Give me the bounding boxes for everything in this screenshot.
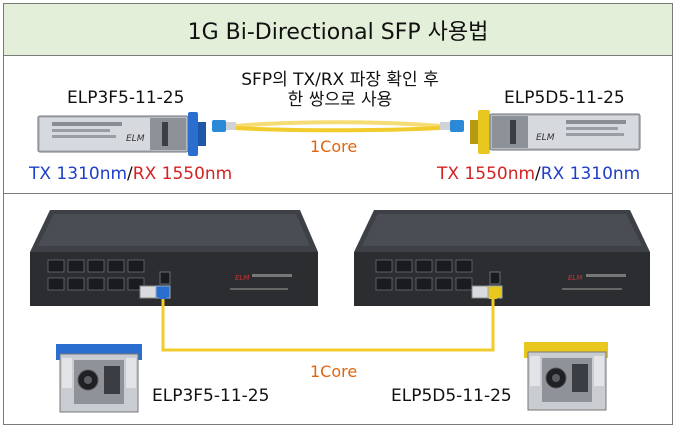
- left-rx-wavelength: RX 1550nm: [132, 164, 233, 184]
- left-wavelength-slash: /: [127, 164, 133, 184]
- bottom-cable-label: 1Core: [310, 362, 358, 381]
- svg-text:ELM: ELM: [126, 134, 145, 144]
- right-rx-wavelength: RX 1310nm: [540, 164, 641, 184]
- sfp-closeup-right-icon: [524, 342, 608, 411]
- right-wavelength-slash: /: [535, 164, 541, 184]
- page-title: 1G Bi-Directional SFP 사용법: [4, 4, 672, 56]
- network-switch-right-icon: ELM: [354, 210, 650, 306]
- svg-text:ELM: ELM: [568, 274, 582, 282]
- network-switch-left-icon: ELM: [30, 210, 318, 306]
- sfp-closeup-left-icon: [56, 344, 142, 413]
- sfp-module-left-icon: ELM: [37, 112, 206, 156]
- sfp-module-right-icon: ELM: [470, 110, 641, 154]
- left-tx-wavelength: TX 1310nm: [29, 164, 128, 184]
- right-tx-wavelength: TX 1550nm: [437, 164, 536, 184]
- bottom-right-model-label: ELP5D5-11-25: [391, 386, 512, 406]
- top-left-model-label: ELP3F5-11-25: [67, 88, 185, 108]
- section-divider: [4, 193, 672, 194]
- bottom-left-model-label: ELP3F5-11-25: [152, 386, 270, 406]
- fiber-cable-bottom-icon: [159, 293, 497, 352]
- left-wavelength-spec: TX 1310nm/RX 1550nm: [29, 164, 232, 184]
- usage-note-line1: SFP의 TX/RX 파장 확인 후: [241, 70, 439, 90]
- fiber-cable-top-icon: [212, 120, 464, 133]
- outer-frame: [3, 3, 673, 425]
- top-right-model-label: ELP5D5-11-25: [504, 88, 625, 108]
- usage-note-line2: 한 쌍으로 사용: [287, 90, 393, 110]
- top-cable-label: 1Core: [310, 137, 358, 156]
- right-wavelength-spec: TX 1550nm/RX 1310nm: [437, 164, 640, 184]
- usage-note: SFP의 TX/RX 파장 확인 후 한 쌍으로 사용: [222, 70, 458, 110]
- svg-text:ELM: ELM: [536, 133, 555, 143]
- svg-text:ELM: ELM: [235, 274, 249, 282]
